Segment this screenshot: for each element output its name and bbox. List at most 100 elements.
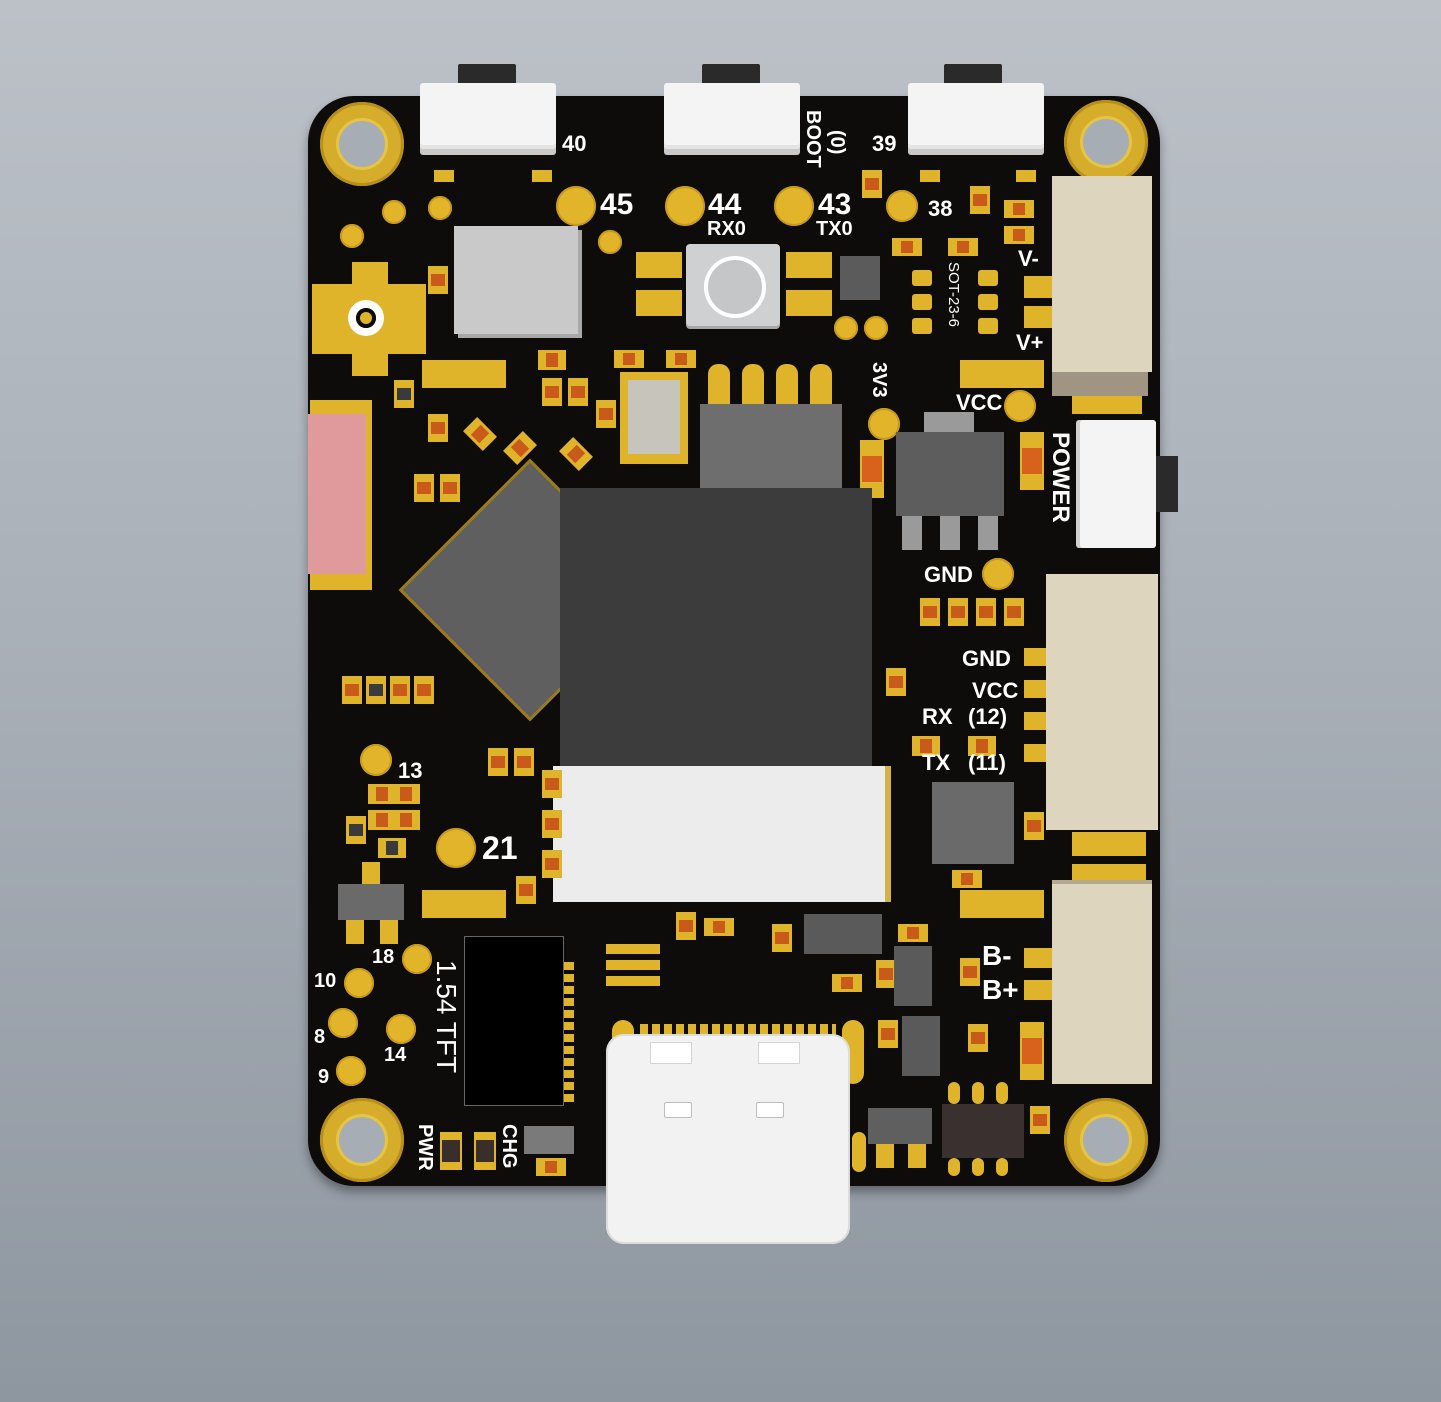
square-chip (932, 782, 1014, 864)
charger-pin (972, 1082, 984, 1104)
label-boot: BOOT (802, 110, 824, 168)
resistor (898, 924, 928, 942)
mounting-hole-top-left (320, 102, 404, 186)
resistor (832, 974, 862, 992)
label-13: 13 (398, 758, 423, 783)
usb-anchor (852, 1132, 866, 1172)
label-pwr: PWR (414, 1124, 436, 1171)
gpio-pad-9[interactable] (336, 1056, 366, 1086)
resistor (970, 186, 990, 214)
gpio-pad-10[interactable] (344, 968, 374, 998)
mosfet (902, 1016, 940, 1076)
resistor (676, 912, 696, 940)
button-40-knob[interactable] (458, 64, 516, 86)
resistor (920, 598, 940, 626)
resistor (976, 598, 996, 626)
connector-top[interactable] (1052, 176, 1152, 372)
label-boot-0: (0) (826, 130, 848, 155)
transistor-pin (380, 920, 398, 944)
button-39[interactable] (908, 83, 1044, 149)
boot-button[interactable] (664, 83, 800, 149)
resistor (948, 238, 978, 256)
charger-pin (948, 1082, 960, 1104)
regulator-chip (700, 404, 842, 490)
button-40[interactable] (420, 83, 556, 149)
usb-protection-chip (804, 914, 882, 954)
connector-uart[interactable] (1046, 574, 1158, 830)
connector-pin (1024, 680, 1046, 698)
resistor (948, 598, 968, 626)
label-43: 43 (818, 188, 852, 221)
gpio-pad-18[interactable] (402, 944, 432, 974)
resistor (342, 676, 362, 704)
power-switch-knob[interactable] (1156, 456, 1178, 512)
reset-pad (786, 252, 832, 278)
gpio-pad-44[interactable] (665, 186, 705, 226)
button-39-knob[interactable] (944, 64, 1002, 86)
resistor (542, 850, 562, 878)
resistor (428, 266, 448, 294)
charger-pin (996, 1158, 1008, 1176)
resistor (596, 400, 616, 428)
small-diode (524, 1126, 574, 1154)
gpio-pad-8[interactable] (328, 1008, 358, 1038)
gpio-pad-13[interactable] (360, 744, 392, 776)
label-44: 44 (708, 188, 742, 221)
diode-chip (868, 1108, 932, 1144)
diode (366, 676, 386, 704)
gpio-pad-21[interactable] (436, 828, 476, 868)
battery-connector[interactable] (1052, 880, 1152, 1084)
label-8: 8 (314, 1026, 326, 1048)
label-bminus: B- (982, 940, 1012, 971)
gpio-pad-45[interactable] (556, 186, 596, 226)
label-45: 45 (600, 188, 634, 221)
capacitor-body (1022, 448, 1042, 474)
label-18: 18 (372, 946, 395, 968)
diode (394, 380, 414, 408)
regulator-finger (742, 364, 764, 414)
resistor (892, 238, 922, 256)
long-pad (960, 360, 1044, 388)
gpio-pad-43[interactable] (774, 186, 814, 226)
resistor (538, 350, 566, 370)
long-pad (422, 890, 506, 918)
boot-button-knob[interactable] (702, 64, 760, 86)
test-pad (382, 200, 406, 224)
label-bplus: B+ (982, 974, 1019, 1005)
pwr-led-body (442, 1140, 460, 1162)
pad-gnd (982, 558, 1014, 590)
transistor-pin (346, 920, 364, 944)
connector-pad (1072, 396, 1142, 414)
resistor (516, 876, 536, 904)
diode (346, 816, 366, 844)
vreg-body (896, 432, 1004, 516)
esd-chip (606, 944, 660, 990)
gpio-pad-38[interactable] (886, 190, 918, 222)
usb-pins (640, 1024, 836, 1036)
label-38: 38 (928, 196, 953, 221)
resistor (536, 1158, 566, 1176)
crystal (628, 380, 680, 454)
mounting-hole-bottom-left (320, 1098, 404, 1182)
vreg-leg (940, 516, 960, 550)
label-sot-23-6: SOT-23-6 (945, 262, 962, 328)
test-pad (864, 316, 888, 340)
label-tx: TX (922, 750, 951, 775)
label-40: 40 (562, 131, 587, 156)
ipex-center-dot (360, 312, 372, 324)
power-switch[interactable] (1080, 420, 1156, 548)
reset-pad (636, 290, 682, 316)
mosfet (894, 946, 932, 1006)
tactile-button-cap[interactable] (704, 256, 766, 318)
label-11: (11) (968, 750, 1006, 775)
usb-c-connector-icon[interactable] (606, 1034, 850, 1244)
usb-c-slot (756, 1102, 784, 1118)
gpio-pad-14[interactable] (386, 1014, 416, 1044)
regulator-finger (776, 364, 798, 414)
tft-connector[interactable] (464, 936, 564, 1106)
button-pad (532, 170, 552, 182)
capacitor-body (862, 456, 882, 482)
battery-pin (1024, 980, 1052, 1000)
label-power: POWER (1047, 432, 1074, 523)
sot-pad (912, 318, 932, 334)
